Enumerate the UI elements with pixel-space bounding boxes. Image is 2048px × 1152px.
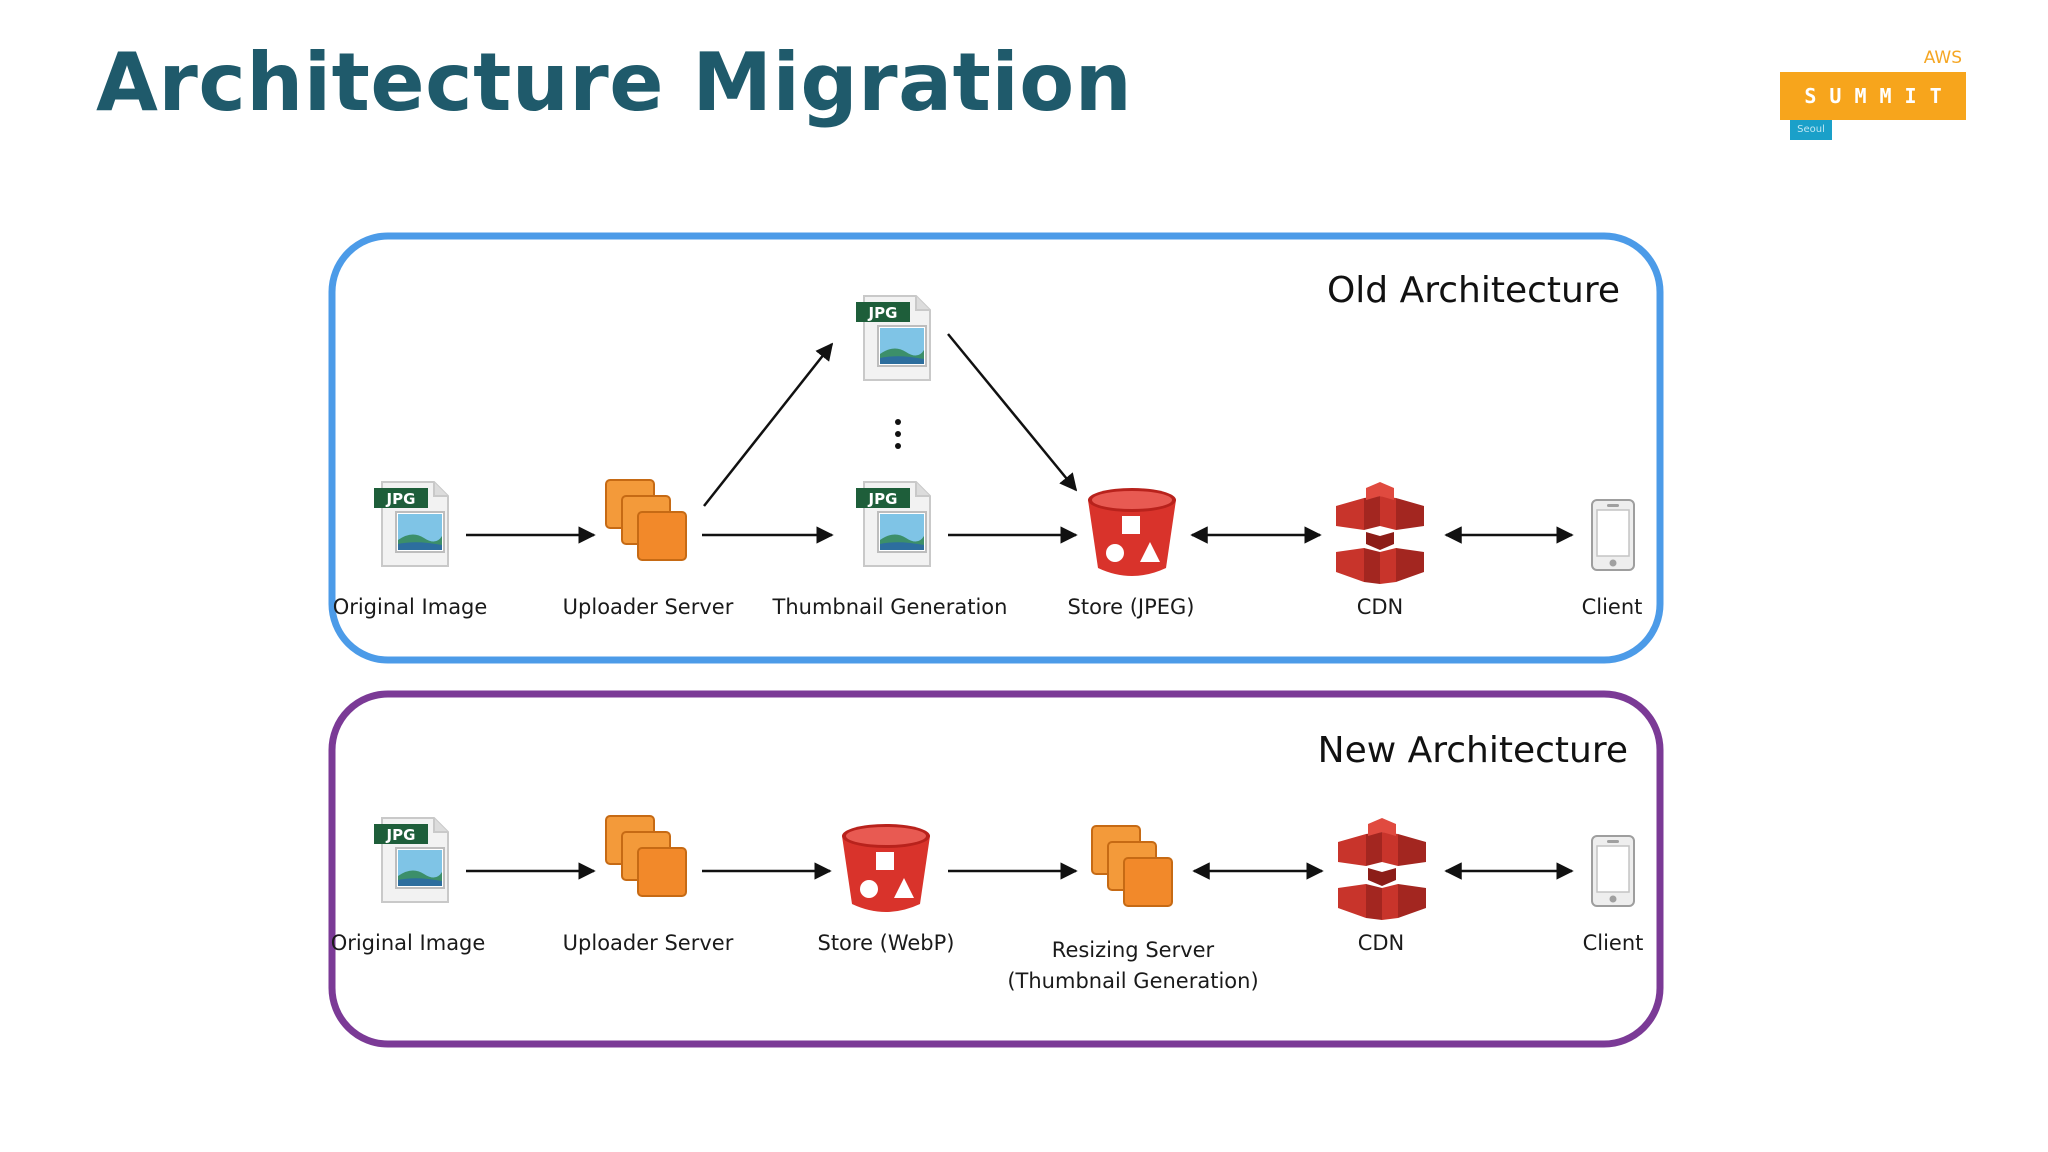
old-thumbnail-top-jpg-badge: JPG <box>868 304 898 322</box>
old-ellipsis-icon <box>895 419 901 449</box>
page-title: Architecture Migration <box>96 36 1133 129</box>
new-store-label: Store (WebP) <box>817 931 954 955</box>
old-thumbnail-icon: JPG <box>855 481 931 567</box>
new-resizing-server-icon <box>1091 825 1173 907</box>
new-resizing-server-label: Resizing Server <box>1052 938 1215 962</box>
old-store-label: Store (JPEG) <box>1068 595 1195 619</box>
new-architecture-frame <box>328 690 1664 1048</box>
new-original-image-label: Original Image <box>331 931 486 955</box>
logo-summit-text: SUMMIT <box>1804 84 1955 108</box>
old-client-icon <box>1591 499 1635 571</box>
logo-city-text: Seoul <box>1790 120 1832 140</box>
old-client-label: Client <box>1582 595 1643 619</box>
old-arrow-uploader-to-thumbnail-top <box>703 342 834 507</box>
new-store-bucket-icon <box>842 824 930 912</box>
new-architecture-title: New Architecture <box>1318 730 1628 771</box>
new-resizing-server-sublabel: (Thumbnail Generation) <box>1007 969 1258 993</box>
logo-bar: SUMMIT <box>1780 72 1966 120</box>
logo-aws-text: AWS <box>1923 48 1962 68</box>
old-original-jpg-badge: JPG <box>386 490 416 508</box>
new-client-label: Client <box>1583 931 1644 955</box>
old-cdn-label: CDN <box>1357 595 1404 619</box>
old-arrow-thumbnail-top-to-store <box>947 333 1078 492</box>
old-original-image-icon: JPG <box>373 481 449 567</box>
old-store-bucket-icon <box>1088 488 1176 576</box>
old-thumbnail-top-icon: JPG <box>855 295 931 381</box>
old-cdn-icon <box>1336 482 1424 584</box>
old-architecture-title: Old Architecture <box>1327 270 1620 311</box>
new-client-icon <box>1591 835 1635 907</box>
aws-summit-logo: AWS SUMMIT Seoul <box>1780 46 1970 146</box>
new-uploader-server-icon <box>605 815 687 897</box>
old-thumbnail-jpg-badge: JPG <box>868 490 898 508</box>
old-uploader-server-icon <box>605 479 687 561</box>
old-uploader-server-label: Uploader Server <box>563 595 734 619</box>
old-thumbnail-generation-label: Thumbnail Generation <box>772 595 1008 619</box>
old-original-image-label: Original Image <box>333 595 488 619</box>
old-architecture-frame <box>328 232 1664 664</box>
new-cdn-label: CDN <box>1358 931 1405 955</box>
new-uploader-server-label: Uploader Server <box>563 931 734 955</box>
new-original-image-icon: JPG <box>373 817 449 903</box>
new-cdn-icon <box>1338 818 1426 920</box>
new-original-jpg-badge: JPG <box>386 826 416 844</box>
